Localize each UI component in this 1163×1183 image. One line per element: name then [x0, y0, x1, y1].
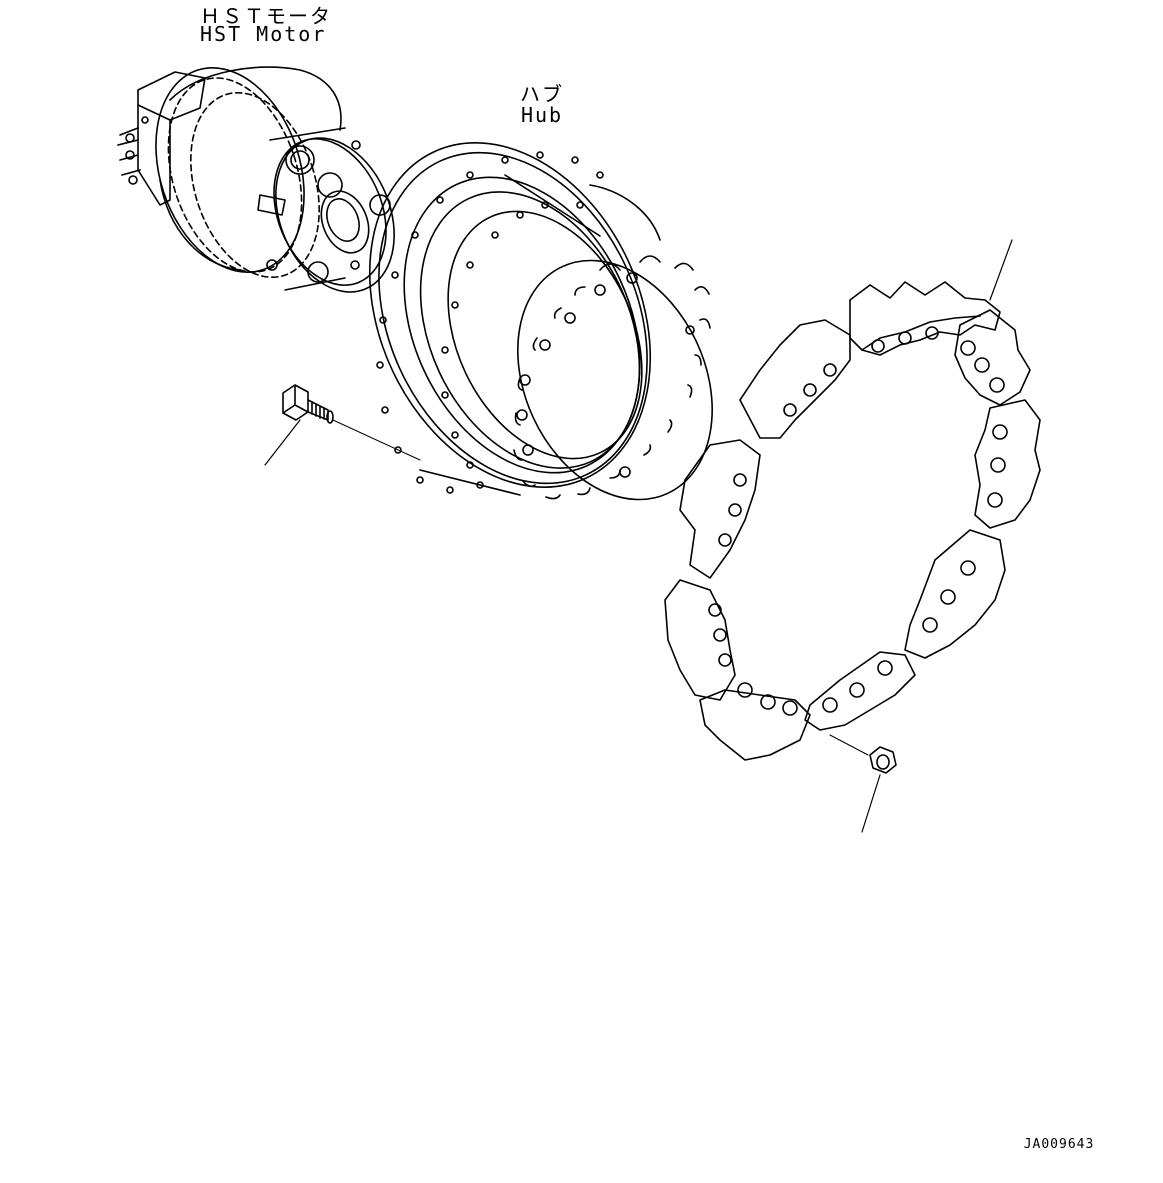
- motor-label-jp: ＨＳＴモータ: [200, 4, 332, 28]
- drawing-number: JA009643: [1023, 1137, 1095, 1152]
- bolt-icon: [265, 385, 420, 465]
- hub-label-en: Hub: [520, 103, 564, 127]
- hub-icon: [316, 97, 749, 533]
- motor-label-en: HST Motor: [200, 22, 327, 46]
- nut-icon: [830, 735, 896, 832]
- hub-label-jp: ハブ: [520, 82, 564, 106]
- sprocket-segment-icon: [665, 240, 1040, 760]
- hst-motor-icon: [118, 49, 416, 310]
